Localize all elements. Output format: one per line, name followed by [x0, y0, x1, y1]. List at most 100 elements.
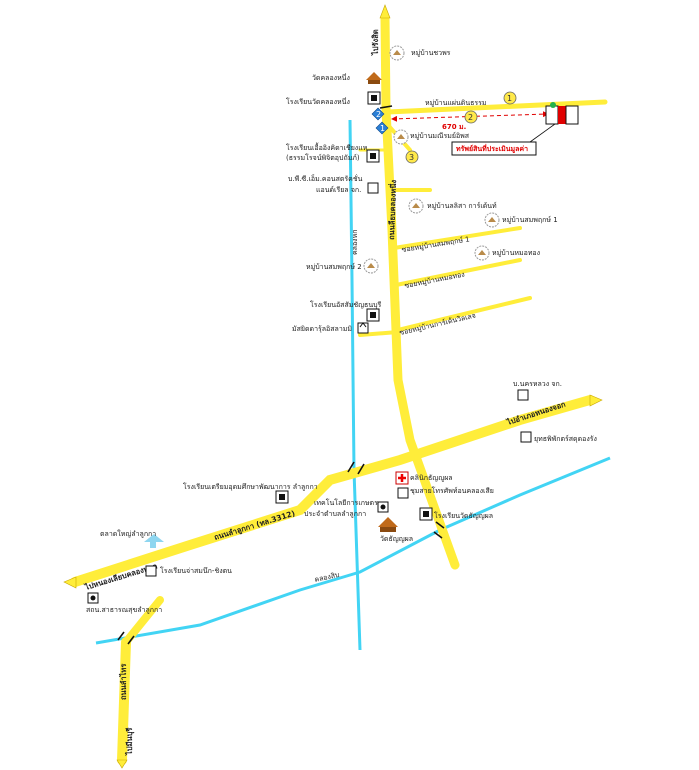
road-lam-sai	[117, 637, 131, 765]
school-icon	[367, 91, 381, 105]
label-soi-1: ซอยหมู่บ้านสมพฤกษ์ 1	[401, 235, 470, 254]
label-company-1b: แอนด์เรียล จก.	[316, 186, 361, 194]
building-icon	[145, 565, 157, 577]
marker-3-label: 3	[409, 153, 414, 162]
mosque-icon	[357, 322, 369, 334]
label-village-somphruek-1: หมู่บ้านสมพฤกษ์ 1	[502, 216, 558, 224]
arrow-south	[116, 759, 128, 769]
label-main-road: ถนนลียบคลองหนึ่ง	[385, 179, 398, 240]
label-school-suwan: โรงเรียนจ่าสมนึก-ชิงตน	[160, 566, 232, 575]
place-icons	[87, 45, 532, 604]
village-icon	[389, 45, 405, 61]
label-school-fai-2: (ธรรมโรจน์พิจิตอุปถัมภ์)	[286, 153, 360, 162]
marker-1-label: 1	[507, 94, 512, 103]
property-dot	[550, 102, 556, 108]
label-to-minburi: ไปมีนบุรี	[124, 727, 134, 756]
canals	[95, 119, 611, 651]
hospital-icon	[395, 471, 409, 485]
label-wat-thanyaphon: วัดธัญญผล	[380, 535, 413, 543]
label-technical-2: ประจำตำบลลำลูกกา	[304, 510, 366, 518]
roads	[70, 13, 608, 765]
distance-label: 670 ม.	[442, 123, 466, 131]
market-icon	[144, 534, 164, 548]
label-village-somphruek-2: หมู่บ้านสมพฤกษ์ 2	[306, 263, 362, 271]
label-school-fai: โรงเรียนเอื้ออิงคิดาเชียงแห	[286, 141, 368, 152]
label-north-arrow: ไปรังสิต	[370, 29, 380, 56]
place-labels: หมู่บ้านชวพร วัดคลองหนึ่ง โรงเรียนวัดคลอ…	[86, 49, 597, 614]
label-company-2: บ.นครหลวง จก.	[513, 380, 562, 388]
road-soi-1	[392, 226, 522, 250]
road-soi-3	[396, 296, 532, 332]
office-icon	[87, 592, 99, 604]
label-village-kanmani: หมู่บ้านมณีรมย์อิพส	[410, 132, 470, 140]
building-icon	[367, 182, 379, 194]
label-company-1: บ.พี.ซี.เอ็ม.คอนสตรัคชั่น	[288, 174, 363, 183]
label-technical: เทคโนโลยีการเกษตร	[314, 498, 378, 507]
label-soi-3: ซอยหมู่บ้านการ์เด้นวิลเลจ	[399, 312, 477, 337]
arrow-west	[63, 576, 77, 589]
temple-icon	[378, 517, 398, 532]
property-leader	[529, 123, 556, 143]
label-health: สถน.สาธารณสุขลำลูกกา	[86, 606, 162, 614]
road-arrows	[63, 4, 603, 769]
label-village-sirin: หมู่บ้านลลิสา การ์เด้นท์	[427, 202, 497, 210]
property-label-box	[451, 141, 537, 156]
label-village-phaen-din: หมู่บ้านแผ่นดินธรรม	[425, 99, 487, 107]
road-property-branch	[385, 99, 608, 115]
road-lam-luk-ka	[70, 395, 595, 587]
label-wat-khlong-nueng: วัดคลองหนึ่ง	[312, 73, 350, 82]
blue-marker-2-label: 2	[376, 110, 381, 119]
blue-marker-1-label: 1	[380, 124, 385, 133]
road-mosque-branch	[358, 330, 400, 337]
marker-2-label: 2	[468, 113, 473, 122]
marker-2	[464, 110, 478, 124]
canal-north-south	[348, 119, 362, 651]
road-soi-2	[394, 258, 522, 287]
arrow-north	[379, 4, 391, 19]
property-label: ทรัพย์สินที่ประเมินมูลค่า	[456, 143, 528, 154]
property-box-center	[558, 106, 566, 124]
road-lam-sai-link	[122, 596, 164, 646]
label-clinic: คลินิกธัญญูผล	[410, 474, 453, 482]
property-annotation: 670 ม. ทรัพย์สินที่ประเมินมูลค่า 1 2 3 1…	[371, 91, 579, 164]
bridges	[117, 105, 445, 645]
road-labels: ไปรังสิต ถนนลียบคลองหนึ่ง คลองหก ถนนลำลู…	[83, 29, 567, 756]
blue-marker-2	[371, 107, 385, 121]
property-box-left	[545, 105, 559, 125]
marker-3	[405, 150, 419, 164]
village-icon	[408, 198, 424, 214]
label-police: ชุมสายโทรศัพท์อนคลองเสีย	[410, 486, 494, 495]
label-village-mo-thong: หมู่บ้านหมอทอง	[492, 249, 540, 257]
road-north-south	[380, 13, 460, 570]
arrow-east	[589, 394, 603, 407]
village-icon	[484, 212, 500, 228]
school-icon	[366, 308, 380, 322]
village-icon	[393, 129, 409, 145]
label-khlong-hok: คลองหก	[351, 230, 359, 255]
village-icon	[363, 258, 379, 274]
property-box-right	[565, 105, 579, 125]
label-soi-2: ซอยหมู่บ้านหมอทอง	[404, 270, 466, 290]
office-icon	[377, 501, 389, 513]
label-school-wat: โรงเรียนวัดคลองหนึ่ง	[286, 97, 350, 106]
temple-icon	[366, 72, 382, 84]
building-icon	[520, 431, 532, 443]
label-lam-luk-ka: ถนนลำลูกกา (ทล.3312)	[213, 509, 296, 543]
label-army: ยุทธพิพักตร์สดุดองรัง	[534, 435, 597, 443]
blue-marker-1	[375, 121, 389, 135]
label-mosque: มัสยิดดารุ้ลอิสลามมิ	[292, 325, 352, 333]
label-school-khlong: โรงเรียนอัสสัมชัญธนบุรี	[310, 300, 382, 309]
school-icon	[275, 490, 289, 504]
label-school-lam-luk-ka: โรงเรียนเตรียมอุดมศึกษาพัฒนาการ ลำลูกกา	[183, 482, 318, 491]
label-village-chaiyaphon: หมู่บ้านชวพร	[411, 49, 451, 57]
marker-1	[503, 91, 517, 105]
label-school-thanyaphon: โรงเรียนวัดธัญญผล	[434, 511, 493, 520]
building-icon	[397, 487, 409, 499]
school-icon	[366, 149, 380, 163]
label-lam-sai: ถนนลำไทร	[118, 663, 128, 700]
building-icon	[517, 389, 529, 401]
canal-east-west	[95, 456, 611, 645]
label-market: ตลาดใหญ่ลำลูกกา	[100, 529, 156, 538]
school-icon	[419, 507, 433, 521]
